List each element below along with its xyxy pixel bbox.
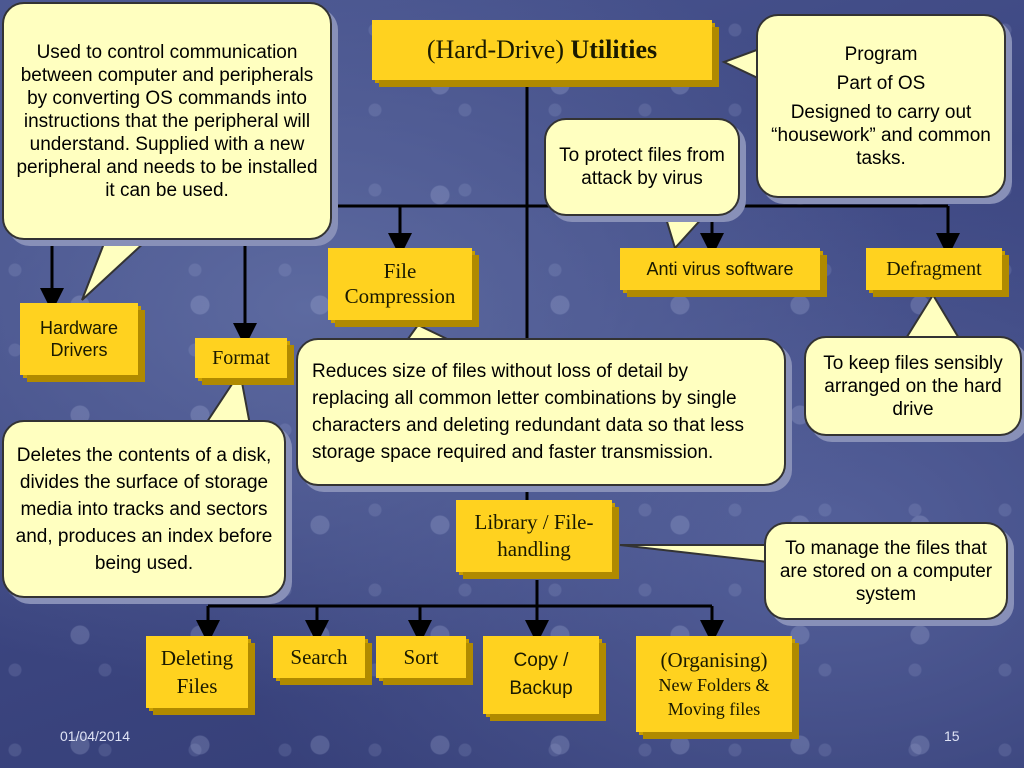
title-prefix: (Hard-Drive) bbox=[426, 35, 571, 64]
format-box: Format bbox=[195, 338, 287, 378]
defragment-box: Defragment bbox=[866, 248, 1002, 290]
file-compression-box: File Compression bbox=[328, 248, 472, 320]
format-callout-text: Deletes the contents of a disk, divides … bbox=[15, 444, 273, 574]
program-line-2: Part of OS bbox=[836, 72, 926, 94]
defragment-callout-text: To keep files sensibly arranged on the h… bbox=[823, 352, 1003, 420]
slide-number: 15 bbox=[944, 728, 960, 744]
hardware-drivers-box: Hardware Drivers bbox=[20, 303, 138, 375]
format-label: Format bbox=[212, 346, 270, 369]
sort-box: Sort bbox=[376, 636, 466, 678]
hardware-drivers-label: Hardware Drivers bbox=[39, 318, 119, 360]
antivirus-callout: To protect files from attack by virus bbox=[544, 118, 740, 216]
title-box: (Hard-Drive) Utilities bbox=[372, 20, 712, 80]
sort-label: Sort bbox=[403, 644, 439, 669]
drivers-callout: Used to control communication between co… bbox=[2, 2, 332, 240]
library-label: Library / File-handling bbox=[474, 510, 594, 561]
defragment-callout: To keep files sensibly arranged on the h… bbox=[804, 336, 1022, 436]
organising-box: (Organising) New Folders & Moving files bbox=[636, 636, 792, 732]
slide-date: 01/04/2014 bbox=[60, 728, 131, 744]
antivirus-callout-text: To protect files from attack by virus bbox=[559, 145, 725, 189]
deleting-files-box: Deleting Files bbox=[146, 636, 248, 708]
deleting-files-label: Deleting Files bbox=[160, 646, 234, 698]
program-line-1: Program bbox=[844, 43, 918, 65]
search-label: Search bbox=[290, 644, 348, 669]
compression-callout-text: Reduces size of files without loss of de… bbox=[312, 361, 745, 463]
library-callout-text: To manage the files that are stored on a… bbox=[779, 537, 993, 605]
format-callout: Deletes the contents of a disk, divides … bbox=[2, 420, 286, 598]
defragment-label: Defragment bbox=[886, 257, 982, 280]
anti-virus-label: Anti virus software bbox=[646, 258, 794, 279]
compression-callout: Reduces size of files without loss of de… bbox=[296, 338, 786, 486]
library-box: Library / File-handling bbox=[456, 500, 612, 572]
library-callout: To manage the files that are stored on a… bbox=[764, 522, 1008, 620]
organising-subtitle: New Folders & Moving files bbox=[658, 675, 770, 719]
file-compression-label: File Compression bbox=[344, 259, 456, 308]
program-callout: Program Part of OS Designed to carry out… bbox=[756, 14, 1006, 198]
anti-virus-box: Anti virus software bbox=[620, 248, 820, 290]
search-box: Search bbox=[273, 636, 365, 678]
drivers-callout-text: Used to control communication between co… bbox=[16, 41, 318, 201]
copy-backup-label: Copy / Backup bbox=[509, 650, 573, 699]
program-line-3: Designed to carry out “housework” and co… bbox=[771, 101, 991, 169]
organising-title: (Organising) bbox=[660, 648, 768, 672]
title-bold: Utilities bbox=[570, 35, 658, 64]
copy-backup-box: Copy / Backup bbox=[483, 636, 599, 714]
